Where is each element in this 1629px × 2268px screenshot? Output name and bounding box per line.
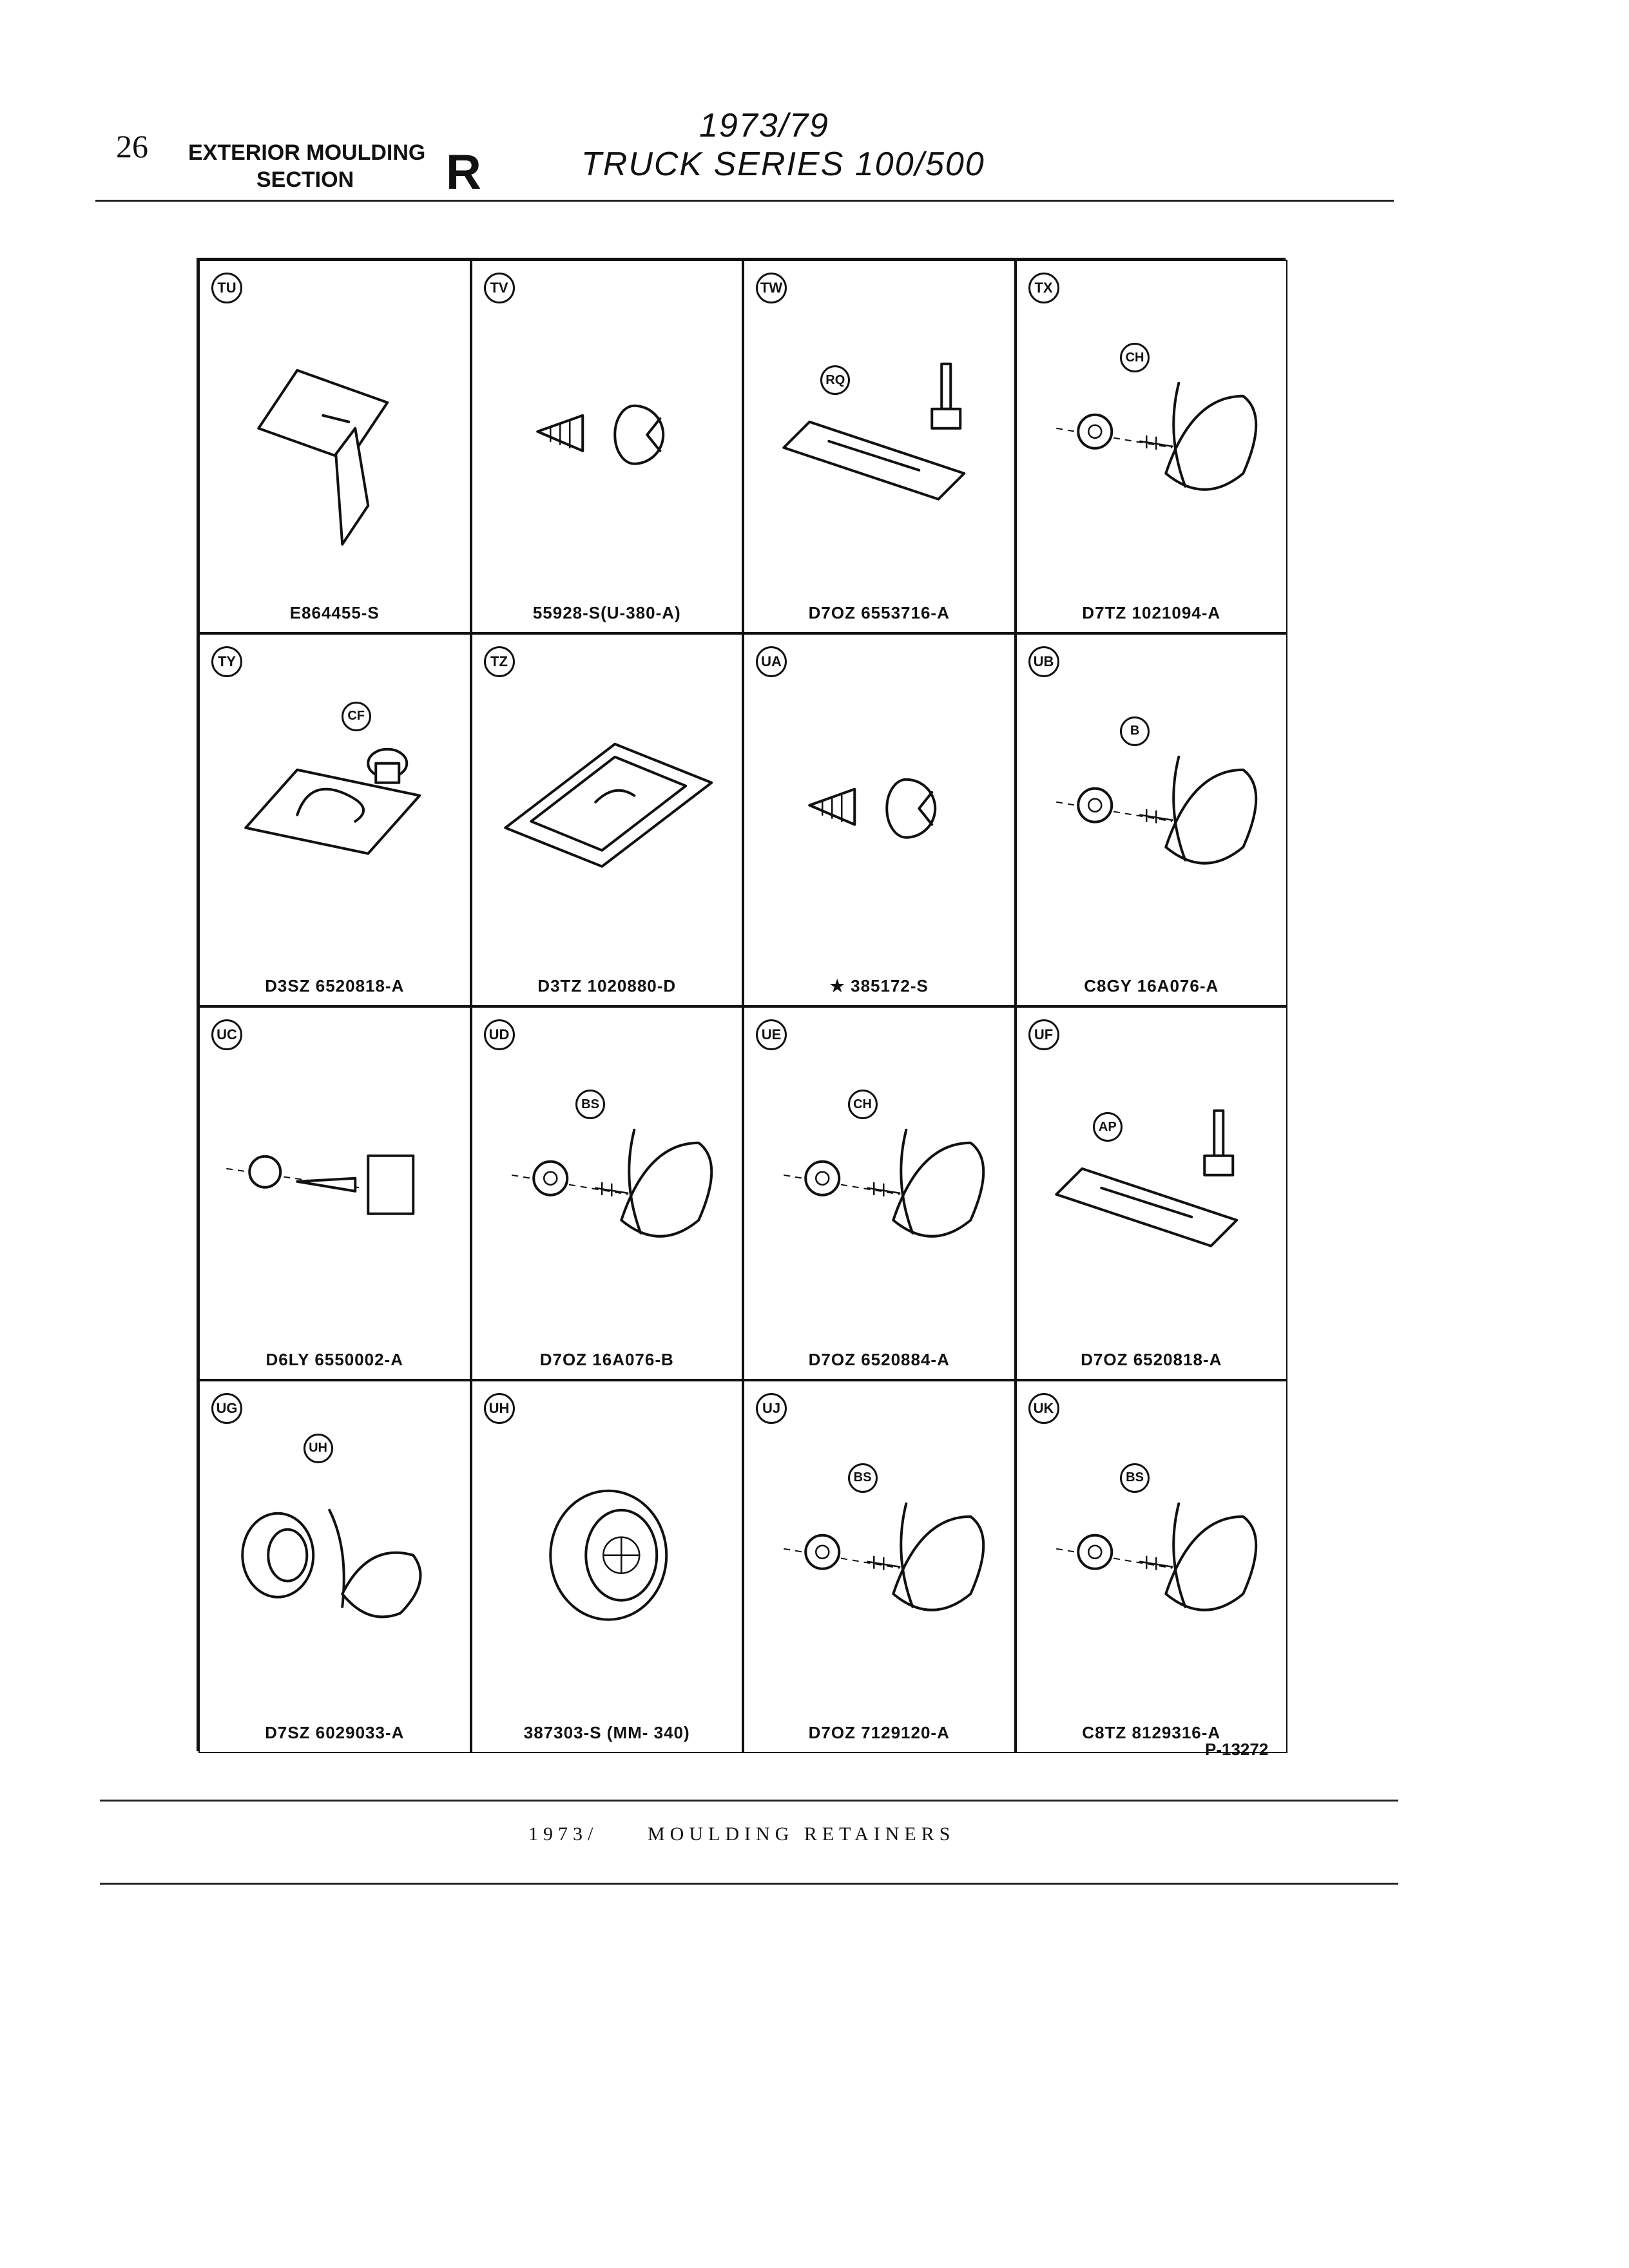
sub-callout-letter: BS [1120,1463,1150,1493]
stud-clip-icon [784,1502,985,1611]
screw-icon [808,778,937,839]
part-cell-ub: UB B C8GY 16A076-A [1015,633,1287,1006]
stud-clip-icon [511,1128,713,1238]
header-rule [95,200,1394,202]
part-number: C8TZ 8129316-A [1082,1723,1221,1742]
callout-letter: UD [483,1019,515,1050]
part-cell-tu: TU E864455-S [198,260,471,633]
grommet-icon [548,1489,668,1621]
part-number: ★ 385172-S [829,976,929,995]
part-cell-tw: TW RQ D7OZ 6553716-A [743,260,1016,633]
section-title: EXTERIOR MOULDING [188,140,426,165]
part-number: E864455-S [289,602,380,622]
part-number: D7SZ 6029033-A [265,1723,405,1742]
part-number: D3SZ 6520818-A [265,976,405,995]
callout-letter: UA [756,646,787,677]
part-number: D7TZ 1021094-A [1082,602,1221,622]
part-cell-uj: UJ BS D7OZ 7129120-A [743,1379,1016,1753]
sub-callout-letter: AP [1092,1112,1123,1142]
parts-grid: TU E864455-S TV 55928-S(U-380-A) TW RQ D7OZ … [197,258,1287,1753]
clip-plate-icon [503,742,713,868]
grommet-clip-icon [241,1508,422,1618]
callout-letter: UH [483,1392,515,1424]
section-label: SECTION [256,168,354,192]
callout-letter: UC [211,1019,242,1050]
stud-clip-icon [1055,381,1257,491]
callout-letter: UJ [756,1392,787,1424]
sub-callout-letter: BS [847,1463,878,1493]
part-number: 387303-S (MM- 340) [523,1723,690,1742]
callout-letter: TU [211,273,242,303]
part-cell-tx: TX CH D7TZ 1021094-A [1015,260,1287,633]
clip-icon [257,369,389,546]
sub-callout-letter: BS [575,1090,606,1120]
sub-callout-letter: UH [303,1433,333,1463]
clip-rivet-icon [782,362,966,501]
stud-clip-icon [1055,755,1257,865]
illustration-reference: P-13272 [1205,1740,1269,1759]
sub-callout-letter: CH [847,1090,878,1120]
sub-callout-letter: CH [1120,343,1150,373]
part-cell-ty: TY CF D3SZ 6520818-A [198,633,471,1006]
part-number: D7OZ 16A076-B [539,1349,674,1369]
callout-letter: UE [756,1019,787,1050]
part-number: C8GY 16A076-A [1084,976,1219,995]
clip-plug-icon [244,747,421,855]
part-cell-ue: UE CH D7OZ 6520884-A [743,1006,1016,1380]
part-cell-tv: TV 55928-S(U-380-A) [470,260,743,633]
callout-letter: UK [1028,1392,1059,1424]
sub-callout-letter: RQ [820,365,851,396]
clip-rivet-icon [1054,1109,1238,1247]
part-cell-uf: UF AP D7OZ 6520818-A [1015,1006,1287,1380]
callout-letter: TW [756,273,787,303]
footer-year: 1973/ [528,1823,599,1845]
section-letter: R [446,145,481,200]
page-number: 26 [116,128,148,164]
model-years: 1973/79 [699,107,829,144]
part-number: D7OZ 6553716-A [808,602,950,622]
part-number: D7OZ 6520884-A [808,1349,950,1369]
footer-title: MOULDING RETAINERS [648,1823,956,1845]
truck-series: TRUCK SERIES 100/500 [581,146,985,183]
part-cell-uk: UK BS C8TZ 8129316-A [1015,1379,1287,1753]
part-cell-ud: UD BS D7OZ 16A076-B [470,1006,743,1380]
sub-callout-letter: B [1120,716,1150,746]
callout-letter: UB [1028,646,1059,677]
callout-letter: TV [483,273,515,303]
stud-clip-icon [1055,1502,1257,1611]
callout-letter: TZ [483,646,515,677]
part-cell-ug: UG UH D7SZ 6029033-A [198,1379,471,1753]
footer-rule-top [100,1800,1398,1802]
stud-nut-icon [226,1154,415,1215]
part-cell-ua: UA ★ 385172-S [743,633,1016,1006]
sub-callout-letter: CF [341,701,371,731]
screw-icon [535,404,664,465]
callout-letter: TX [1028,273,1059,303]
part-number: D7OZ 6520818-A [1081,1349,1222,1369]
callout-letter: TY [211,646,242,677]
part-cell-uh: UH 387303-S (MM- 340) [470,1379,743,1753]
stud-clip-icon [784,1128,985,1238]
part-number: D6LY 6550002-A [265,1349,403,1369]
part-number: D7OZ 7129120-A [808,1723,950,1742]
part-number: D3TZ 1020880-D [537,976,677,995]
callout-letter: UG [211,1392,242,1424]
footer-rule-bottom [100,1883,1398,1885]
callout-letter: UF [1028,1019,1059,1050]
part-number: 55928-S(U-380-A) [532,602,681,622]
part-cell-uc: UC D6LY 6550002-A [198,1006,471,1380]
part-cell-tz: TZ D3TZ 1020880-D [470,633,743,1006]
